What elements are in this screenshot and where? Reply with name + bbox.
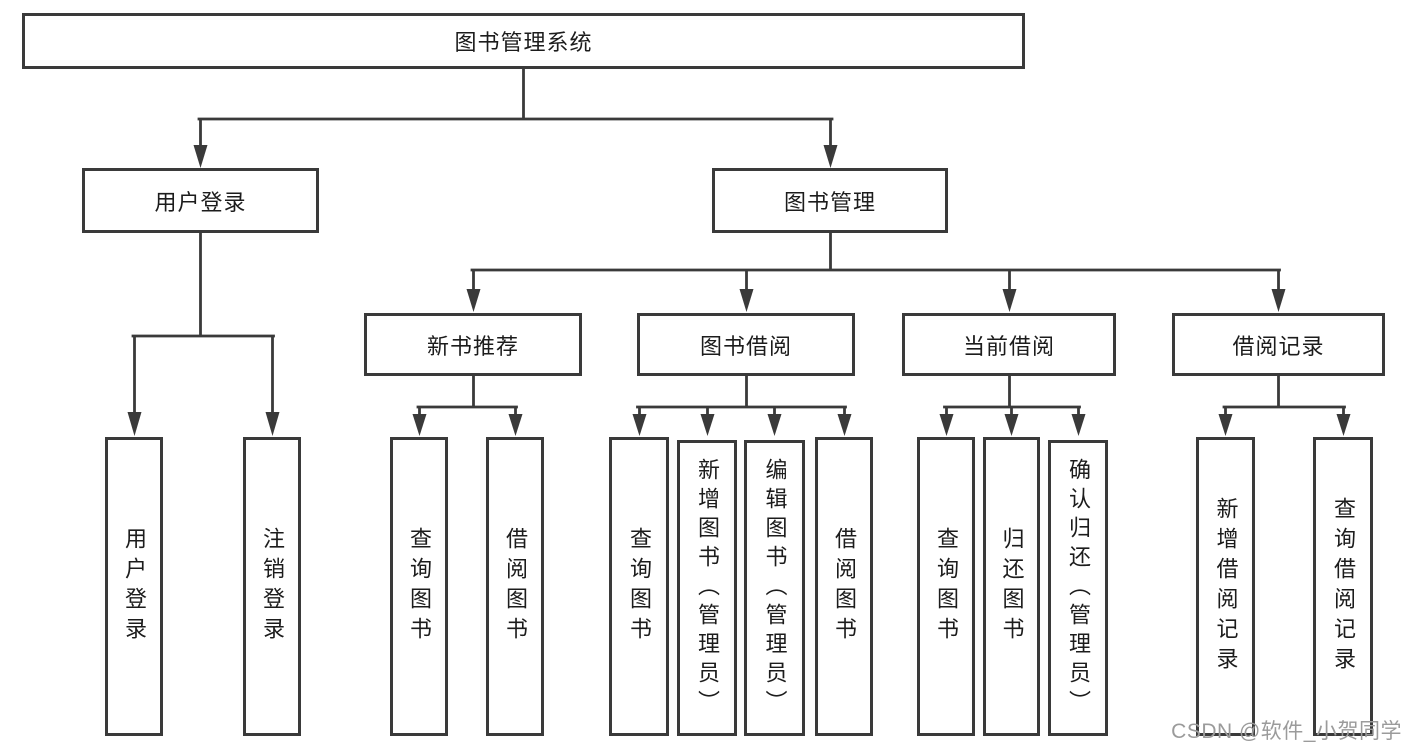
node-library-system: 图书管理系统 xyxy=(22,13,1025,69)
node-current-borrow: 当前借阅 xyxy=(902,313,1116,376)
node-borrow-records: 借阅记录 xyxy=(1172,313,1385,376)
node-br-query-record: 查询借阅记录 xyxy=(1313,437,1373,736)
csdn-watermark: CSDN @软件_小贺同学 xyxy=(1171,720,1402,743)
node-cb-return-books: 归还图书 xyxy=(983,437,1040,736)
node-cb-confirm-return-admin: 确认归还（管理员） xyxy=(1048,440,1108,736)
node-bb-add-books-admin: 新增图书（管理员） xyxy=(677,440,737,736)
node-book-management: 图书管理 xyxy=(712,168,948,233)
node-cb-query-books: 查询图书 xyxy=(917,437,975,736)
node-bb-edit-books-admin: 编辑图书（管理员） xyxy=(744,440,805,736)
node-bb-query-books: 查询图书 xyxy=(609,437,669,736)
node-br-add-record: 新增借阅记录 xyxy=(1196,437,1255,736)
node-new-book-recommend: 新书推荐 xyxy=(364,313,582,376)
node-logout: 注销登录 xyxy=(243,437,301,736)
node-user-login-group: 用户登录 xyxy=(82,168,319,233)
node-bb-borrow-books: 借阅图书 xyxy=(815,437,873,736)
node-nb-borrow-books: 借阅图书 xyxy=(486,437,544,736)
node-user-login: 用户登录 xyxy=(105,437,163,736)
node-book-borrow: 图书借阅 xyxy=(637,313,855,376)
arrowheads xyxy=(127,145,1351,436)
node-nb-query-books: 查询图书 xyxy=(390,437,448,736)
